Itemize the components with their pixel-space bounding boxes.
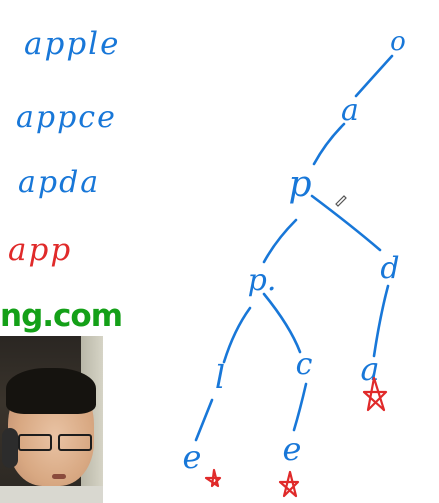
trie-node-a2: a xyxy=(360,350,379,388)
edge-p-l xyxy=(222,306,252,364)
webcam-person-hair xyxy=(6,368,96,414)
trie-node-p2: p. xyxy=(248,263,277,298)
trie-node-l: l xyxy=(215,358,225,396)
pen-cursor-icon xyxy=(335,195,347,207)
word-appce: appce xyxy=(16,100,117,135)
edge-root-a xyxy=(354,54,394,98)
end-star-icon xyxy=(278,470,300,498)
trie-node-e2: e xyxy=(283,430,302,468)
headset-icon xyxy=(2,428,18,468)
edge-a-p xyxy=(312,122,346,166)
trie-node-root: o xyxy=(390,27,406,57)
edge-c-e xyxy=(292,382,308,432)
trie-node-p1: p xyxy=(288,164,311,205)
trie-node-d: d xyxy=(380,251,399,286)
webcam-overlay xyxy=(0,336,103,503)
webcam-person-shirt xyxy=(0,486,103,503)
webcam-person-mouth xyxy=(52,474,66,479)
word-apple: apple xyxy=(24,26,121,62)
word-apda: apda xyxy=(18,165,101,200)
edge-p-d xyxy=(310,194,382,252)
edge-d-a xyxy=(372,284,390,358)
edge-l-e xyxy=(194,398,214,442)
edge-p-c xyxy=(262,292,302,354)
end-star-icon xyxy=(204,468,222,488)
trie-node-c: c xyxy=(296,347,313,382)
word-app: app xyxy=(8,232,73,268)
watermark-text: ng.com xyxy=(0,298,123,334)
edge-p-p xyxy=(262,218,298,264)
glasses-icon xyxy=(18,434,92,451)
end-star-icon xyxy=(362,376,388,412)
trie-node-e1: e xyxy=(183,438,202,476)
trie-node-a: a xyxy=(341,93,359,128)
